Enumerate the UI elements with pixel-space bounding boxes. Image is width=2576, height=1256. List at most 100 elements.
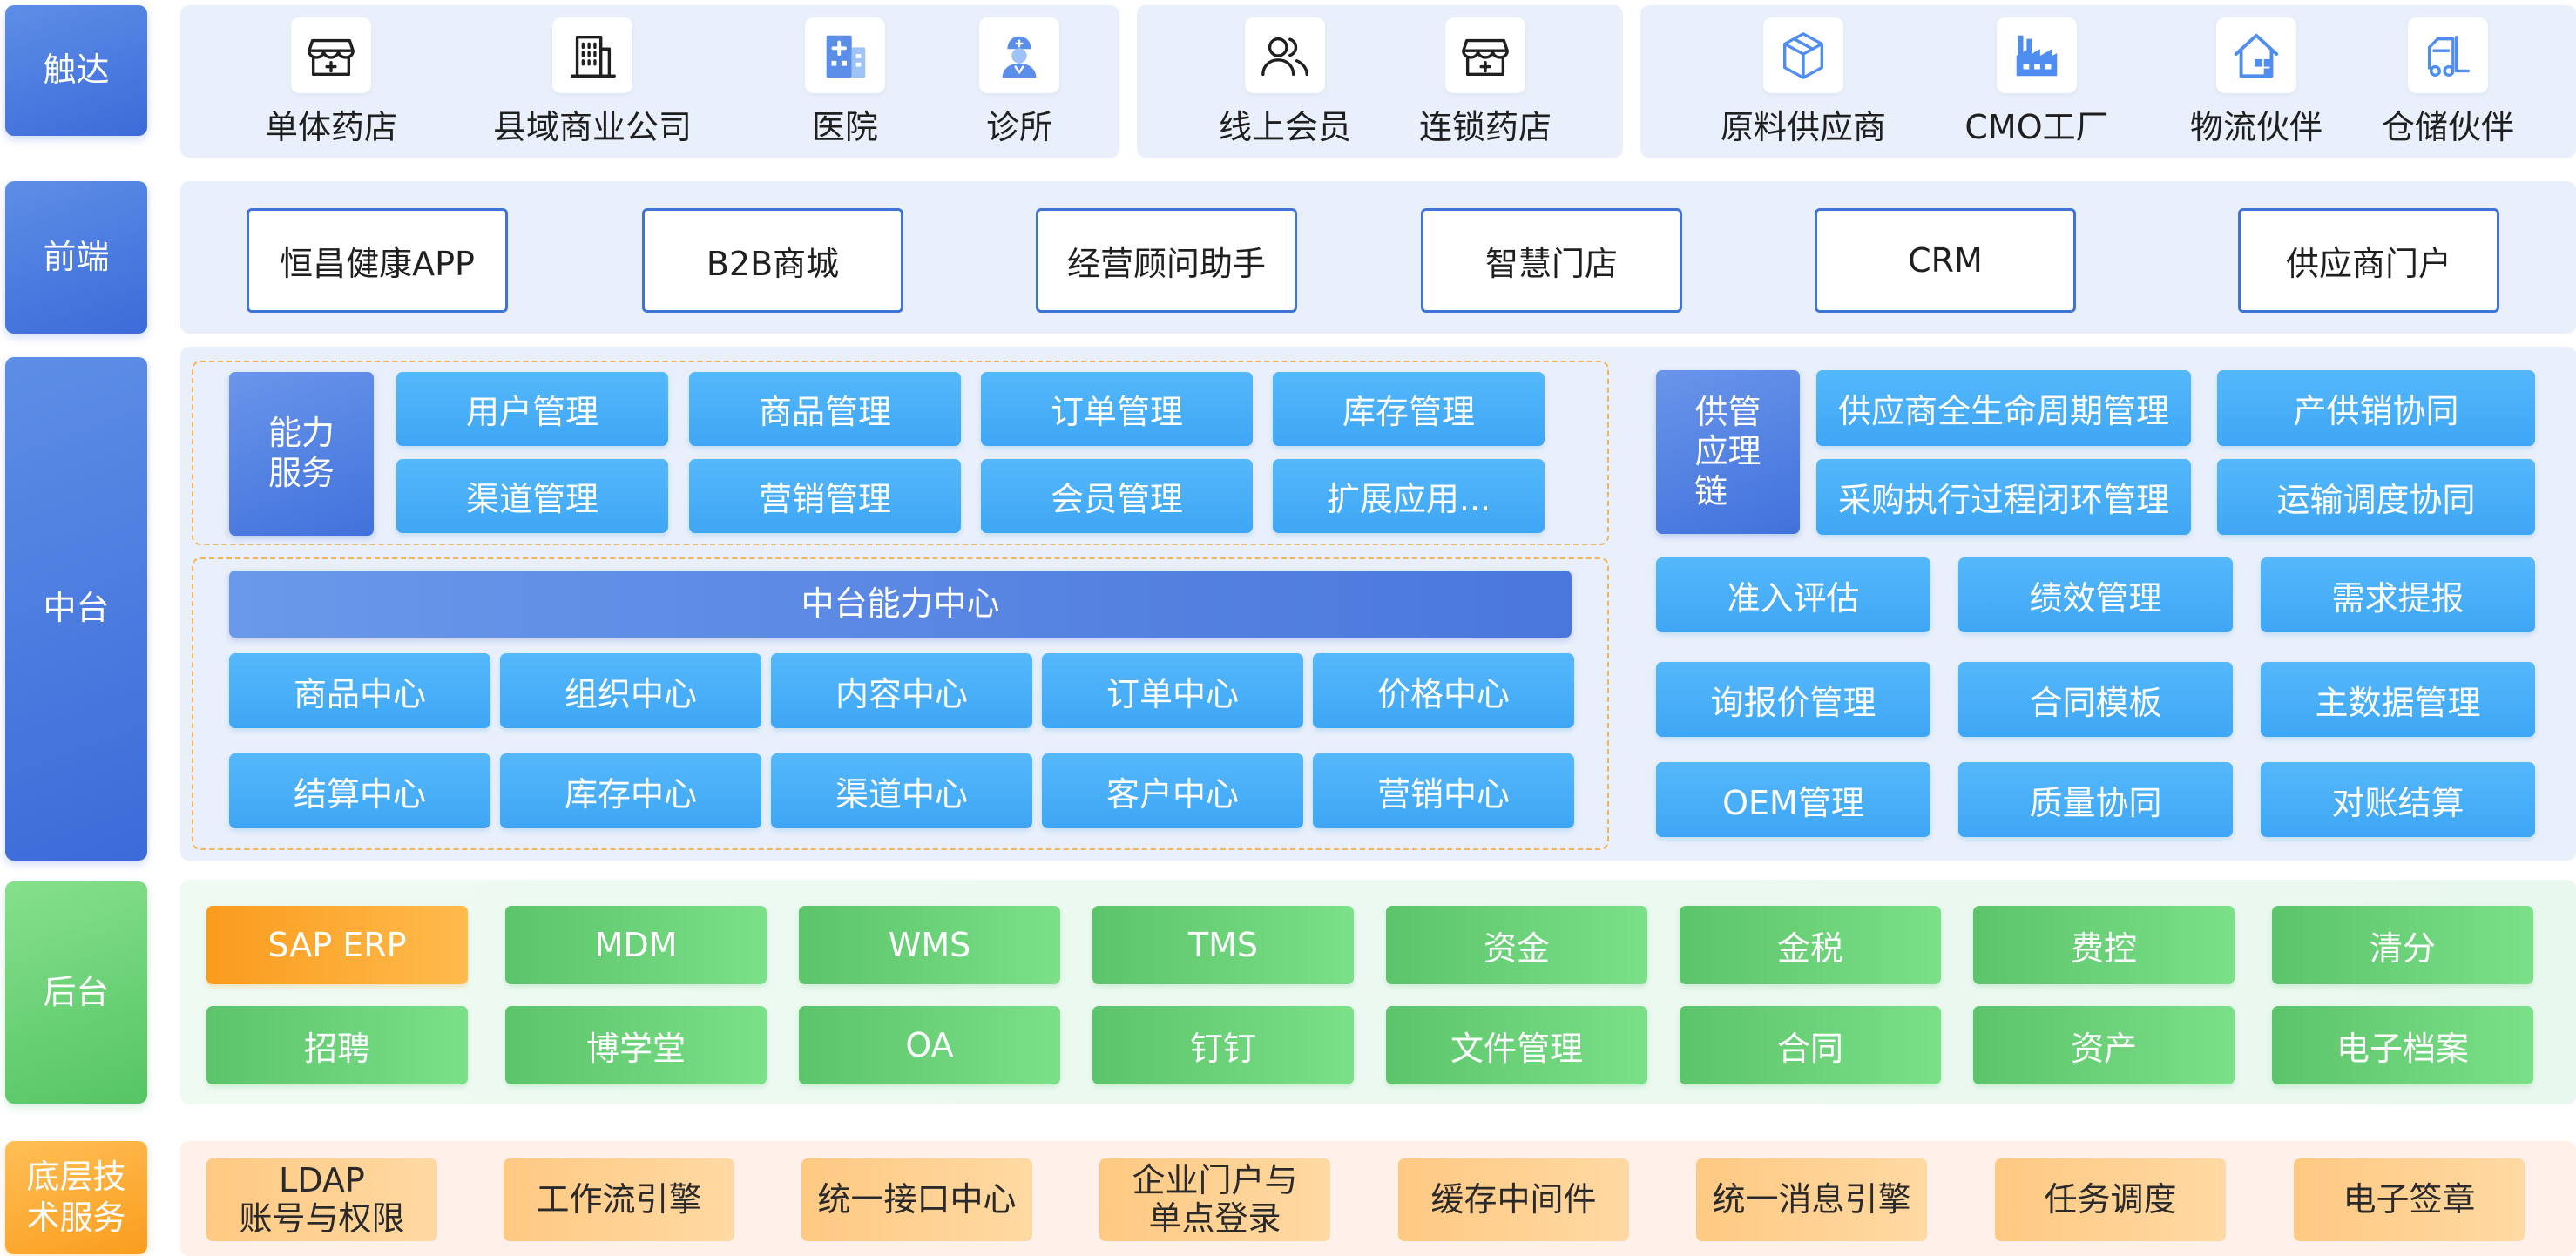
layer-label-backend: 后台 bbox=[5, 881, 147, 1104]
touch-item-online-members: 线上会员 bbox=[1189, 17, 1381, 148]
touch-panel-retail bbox=[1137, 5, 1623, 158]
center-product[interactable]: 商品中心 bbox=[229, 653, 490, 728]
capability-inventory-management[interactable]: 库存管理 bbox=[1273, 372, 1545, 446]
foundation-portal-sso[interactable]: 企业门户与单点登录 bbox=[1099, 1158, 1330, 1241]
supply-oem-management[interactable]: OEM管理 bbox=[1656, 762, 1930, 837]
doctor-icon bbox=[979, 17, 1059, 93]
capability-label-line2: 服务 bbox=[267, 454, 335, 492]
foundation-ldap-line2: 账号与权限 bbox=[239, 1199, 405, 1238]
backend-sap-erp[interactable]: SAP ERP bbox=[206, 906, 468, 984]
supply-chain-label-line1: 供管 bbox=[1694, 392, 1761, 431]
capability-channel-management[interactable]: 渠道管理 bbox=[396, 459, 668, 533]
supply-admission-evaluation[interactable]: 准入评估 bbox=[1656, 557, 1930, 632]
supply-procurement-closed-loop[interactable]: 采购执行过程闭环管理 bbox=[1816, 459, 2191, 535]
supply-production-sales-collab[interactable]: 产供销协同 bbox=[2217, 370, 2535, 446]
foundation-ldap-line1: LDAP bbox=[279, 1160, 365, 1199]
center-price[interactable]: 价格中心 bbox=[1313, 653, 1574, 728]
foundation-interface-center-label: 统一接口中心 bbox=[817, 1179, 1017, 1219]
capability-product-management[interactable]: 商品管理 bbox=[689, 372, 961, 446]
touch-label: 线上会员 bbox=[1218, 108, 1351, 146]
foundation-interface-center[interactable]: 统一接口中心 bbox=[801, 1158, 1032, 1241]
forklift-icon bbox=[2408, 17, 2488, 93]
factory-icon bbox=[1997, 17, 2077, 93]
frontend-crm[interactable]: CRM bbox=[1815, 208, 2076, 313]
touch-label: 单体药店 bbox=[264, 108, 397, 146]
backend-oa[interactable]: OA bbox=[799, 1006, 1060, 1084]
frontend-smart-store[interactable]: 智慧门店 bbox=[1421, 208, 1682, 313]
supply-chain-label-line2: 应理 bbox=[1694, 432, 1761, 471]
foundation-portal-sso-line1: 企业门户与 bbox=[1132, 1160, 1298, 1199]
supply-supplier-lifecycle[interactable]: 供应商全生命周期管理 bbox=[1816, 370, 2191, 446]
backend-academy[interactable]: 博学堂 bbox=[505, 1006, 767, 1084]
capability-extension-apps[interactable]: 扩展应用... bbox=[1273, 459, 1545, 533]
touch-item-cmo-factory: CMO工厂 bbox=[1941, 17, 2133, 148]
touch-label: 诊所 bbox=[985, 108, 1052, 146]
capability-member-management[interactable]: 会员管理 bbox=[981, 459, 1253, 533]
backend-tms[interactable]: TMS bbox=[1092, 906, 1354, 984]
backend-assets[interactable]: 资产 bbox=[1973, 1006, 2235, 1084]
center-inventory[interactable]: 库存中心 bbox=[500, 753, 761, 828]
supply-contract-template[interactable]: 合同模板 bbox=[1958, 662, 2233, 737]
supply-performance-management[interactable]: 绩效管理 bbox=[1958, 557, 2233, 632]
chain-store-icon bbox=[1445, 17, 1525, 93]
office-building-icon bbox=[552, 17, 632, 93]
backend-e-archive[interactable]: 电子档案 bbox=[2272, 1006, 2533, 1084]
foundation-cache-middleware[interactable]: 缓存中间件 bbox=[1398, 1158, 1629, 1241]
touch-label: CMO工厂 bbox=[1964, 108, 2109, 146]
layer-label-middle: 中台 bbox=[5, 357, 147, 861]
frontend-business-assistant[interactable]: 经营顾问助手 bbox=[1036, 208, 1297, 313]
backend-contract[interactable]: 合同 bbox=[1680, 1006, 1941, 1084]
touch-label: 物流伙伴 bbox=[2189, 108, 2322, 146]
center-settlement[interactable]: 结算中心 bbox=[229, 753, 490, 828]
center-channel[interactable]: 渠道中心 bbox=[771, 753, 1032, 828]
touch-item-raw-material-supplier: 原料供应商 bbox=[1707, 17, 1899, 148]
capability-order-management[interactable]: 订单管理 bbox=[981, 372, 1253, 446]
backend-recruitment[interactable]: 招聘 bbox=[206, 1006, 468, 1084]
backend-wms[interactable]: WMS bbox=[799, 906, 1060, 984]
backend-golden-tax[interactable]: 金税 bbox=[1680, 906, 1941, 984]
foundation-workflow-engine[interactable]: 工作流引擎 bbox=[504, 1158, 734, 1241]
foundation-message-engine[interactable]: 统一消息引擎 bbox=[1696, 1158, 1927, 1241]
members-icon bbox=[1245, 17, 1325, 93]
capability-marketing-management[interactable]: 营销管理 bbox=[689, 459, 961, 533]
center-content[interactable]: 内容中心 bbox=[771, 653, 1032, 728]
supply-master-data[interactable]: 主数据管理 bbox=[2261, 662, 2535, 737]
supply-demand-reporting[interactable]: 需求提报 bbox=[2261, 557, 2535, 632]
foundation-message-engine-label: 统一消息引擎 bbox=[1712, 1179, 1911, 1219]
backend-dingtalk[interactable]: 钉钉 bbox=[1092, 1006, 1354, 1084]
hospital-icon bbox=[805, 17, 885, 93]
foundation-e-signature[interactable]: 电子签章 bbox=[2294, 1158, 2525, 1241]
foundation-cache-middleware-label: 缓存中间件 bbox=[1430, 1179, 1597, 1219]
backend-expense-control[interactable]: 费控 bbox=[1973, 906, 2235, 984]
touch-label: 仓储伙伴 bbox=[2381, 108, 2514, 146]
capability-user-management[interactable]: 用户管理 bbox=[396, 372, 668, 446]
supply-chain-label: 供管 应理 链 bbox=[1656, 370, 1800, 534]
layer-label-frontend: 前端 bbox=[5, 181, 147, 334]
backend-file-management[interactable]: 文件管理 bbox=[1386, 1006, 1647, 1084]
supply-transport-dispatch[interactable]: 运输调度协同 bbox=[2217, 459, 2535, 535]
center-order[interactable]: 订单中心 bbox=[1042, 653, 1303, 728]
foundation-task-scheduling[interactable]: 任务调度 bbox=[1995, 1158, 2226, 1241]
house-icon bbox=[2216, 17, 2296, 93]
center-organization[interactable]: 组织中心 bbox=[500, 653, 761, 728]
supply-reconciliation[interactable]: 对账结算 bbox=[2261, 762, 2535, 837]
layer-label-foundation: 底层技 术服务 bbox=[5, 1141, 147, 1254]
supply-quality-collab[interactable]: 质量协同 bbox=[1958, 762, 2233, 837]
layer-label-touch: 触达 bbox=[5, 5, 147, 136]
supply-quotation-management[interactable]: 询报价管理 bbox=[1656, 662, 1930, 737]
touch-item-hospital: 医院 bbox=[749, 17, 941, 148]
center-dashed-frame bbox=[192, 557, 1609, 850]
center-marketing[interactable]: 营销中心 bbox=[1313, 753, 1574, 828]
touch-label: 原料供应商 bbox=[1720, 108, 1886, 146]
backend-clearing[interactable]: 清分 bbox=[2272, 906, 2533, 984]
capability-dashed-frame bbox=[192, 361, 1609, 545]
foundation-workflow-engine-label: 工作流引擎 bbox=[536, 1179, 702, 1219]
frontend-app-health[interactable]: 恒昌健康APP bbox=[247, 208, 508, 313]
center-customer[interactable]: 客户中心 bbox=[1042, 753, 1303, 828]
backend-funds[interactable]: 资金 bbox=[1386, 906, 1647, 984]
frontend-b2b-mall[interactable]: B2B商城 bbox=[642, 208, 903, 313]
touch-item-chain-pharmacy: 连锁药店 bbox=[1389, 17, 1581, 148]
backend-mdm[interactable]: MDM bbox=[505, 906, 767, 984]
frontend-supplier-portal[interactable]: 供应商门户 bbox=[2238, 208, 2499, 313]
